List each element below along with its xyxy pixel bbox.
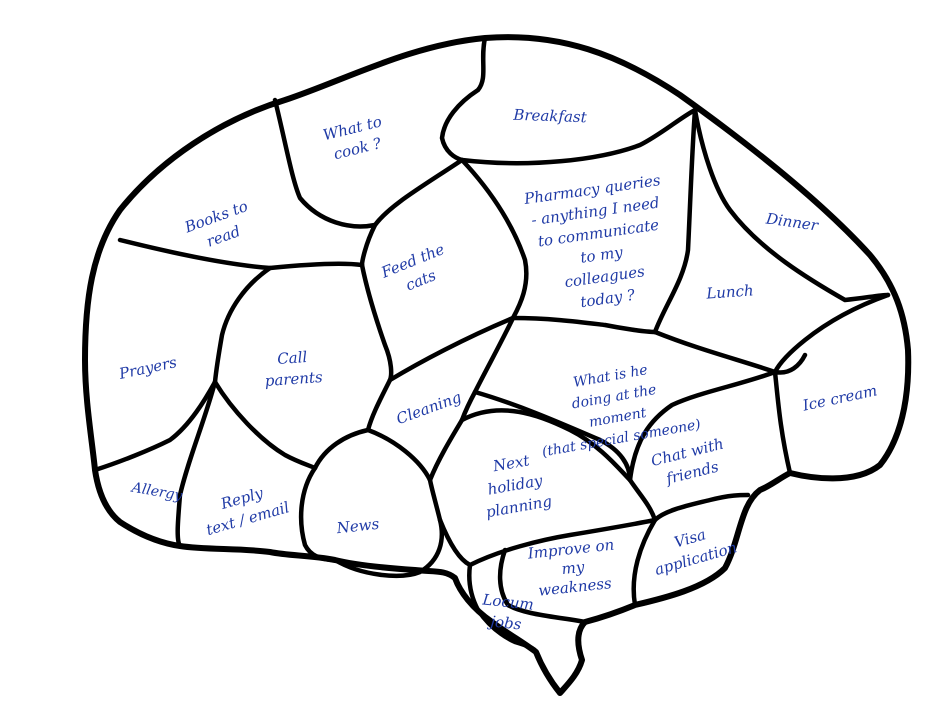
divider-line [772, 292, 891, 375]
divider-line [652, 107, 698, 335]
divider-line [439, 35, 488, 163]
region-breakfast: Breakfast [500, 104, 601, 128]
divider-line [312, 427, 371, 471]
divider-line [472, 389, 633, 483]
divider-line [359, 262, 394, 383]
divider-line [772, 369, 793, 476]
divider-line [175, 379, 218, 549]
divider-line [92, 379, 218, 473]
region-call-parents: Call parents [242, 345, 345, 394]
divider-line [437, 517, 658, 568]
divider-line [652, 329, 808, 375]
divider-line [467, 562, 539, 655]
region-pharmacy-queries: Pharmacy queries - anything I need to co… [497, 165, 704, 322]
region-improve-on-my-weakness: Improve on my weakness [515, 534, 630, 602]
divider-line [652, 492, 751, 523]
divider-line [510, 315, 658, 335]
divider-line [117, 237, 365, 271]
divider-line [359, 157, 465, 268]
divider-line [627, 477, 658, 523]
divider-line [497, 547, 588, 625]
region-locum-jobs: Locum jobs [470, 588, 544, 637]
divider-line [692, 107, 891, 303]
divider-line [631, 517, 658, 608]
region-label-line: Breakfast [513, 105, 587, 127]
divider-line [212, 379, 318, 471]
divider-line [298, 465, 338, 563]
divider-line [427, 417, 465, 483]
divider-line [272, 97, 378, 229]
divider-line [459, 107, 698, 166]
divider-line [459, 408, 633, 483]
divider-line [627, 369, 778, 483]
divider-line [387, 315, 516, 383]
divider-line [332, 477, 445, 579]
divider-line [212, 265, 273, 385]
divider-line [459, 157, 529, 321]
